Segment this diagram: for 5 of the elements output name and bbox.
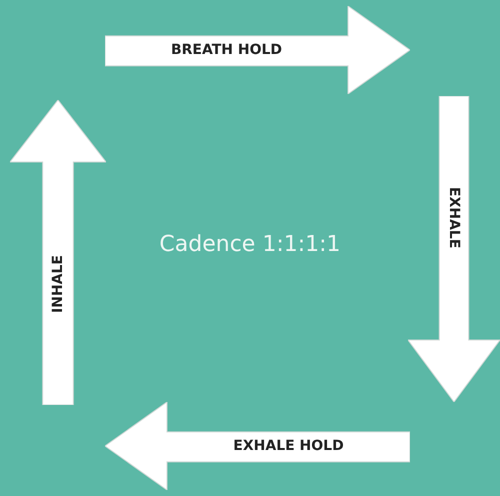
center-caption: Cadence 1:1:1:1 <box>159 232 341 257</box>
arrow-label: INHALE <box>51 254 65 312</box>
arrow-label: EXHALE HOLD <box>233 439 344 453</box>
arrow-label: BREATH HOLD <box>170 43 282 57</box>
arrow-label: EXHALE <box>447 187 461 249</box>
